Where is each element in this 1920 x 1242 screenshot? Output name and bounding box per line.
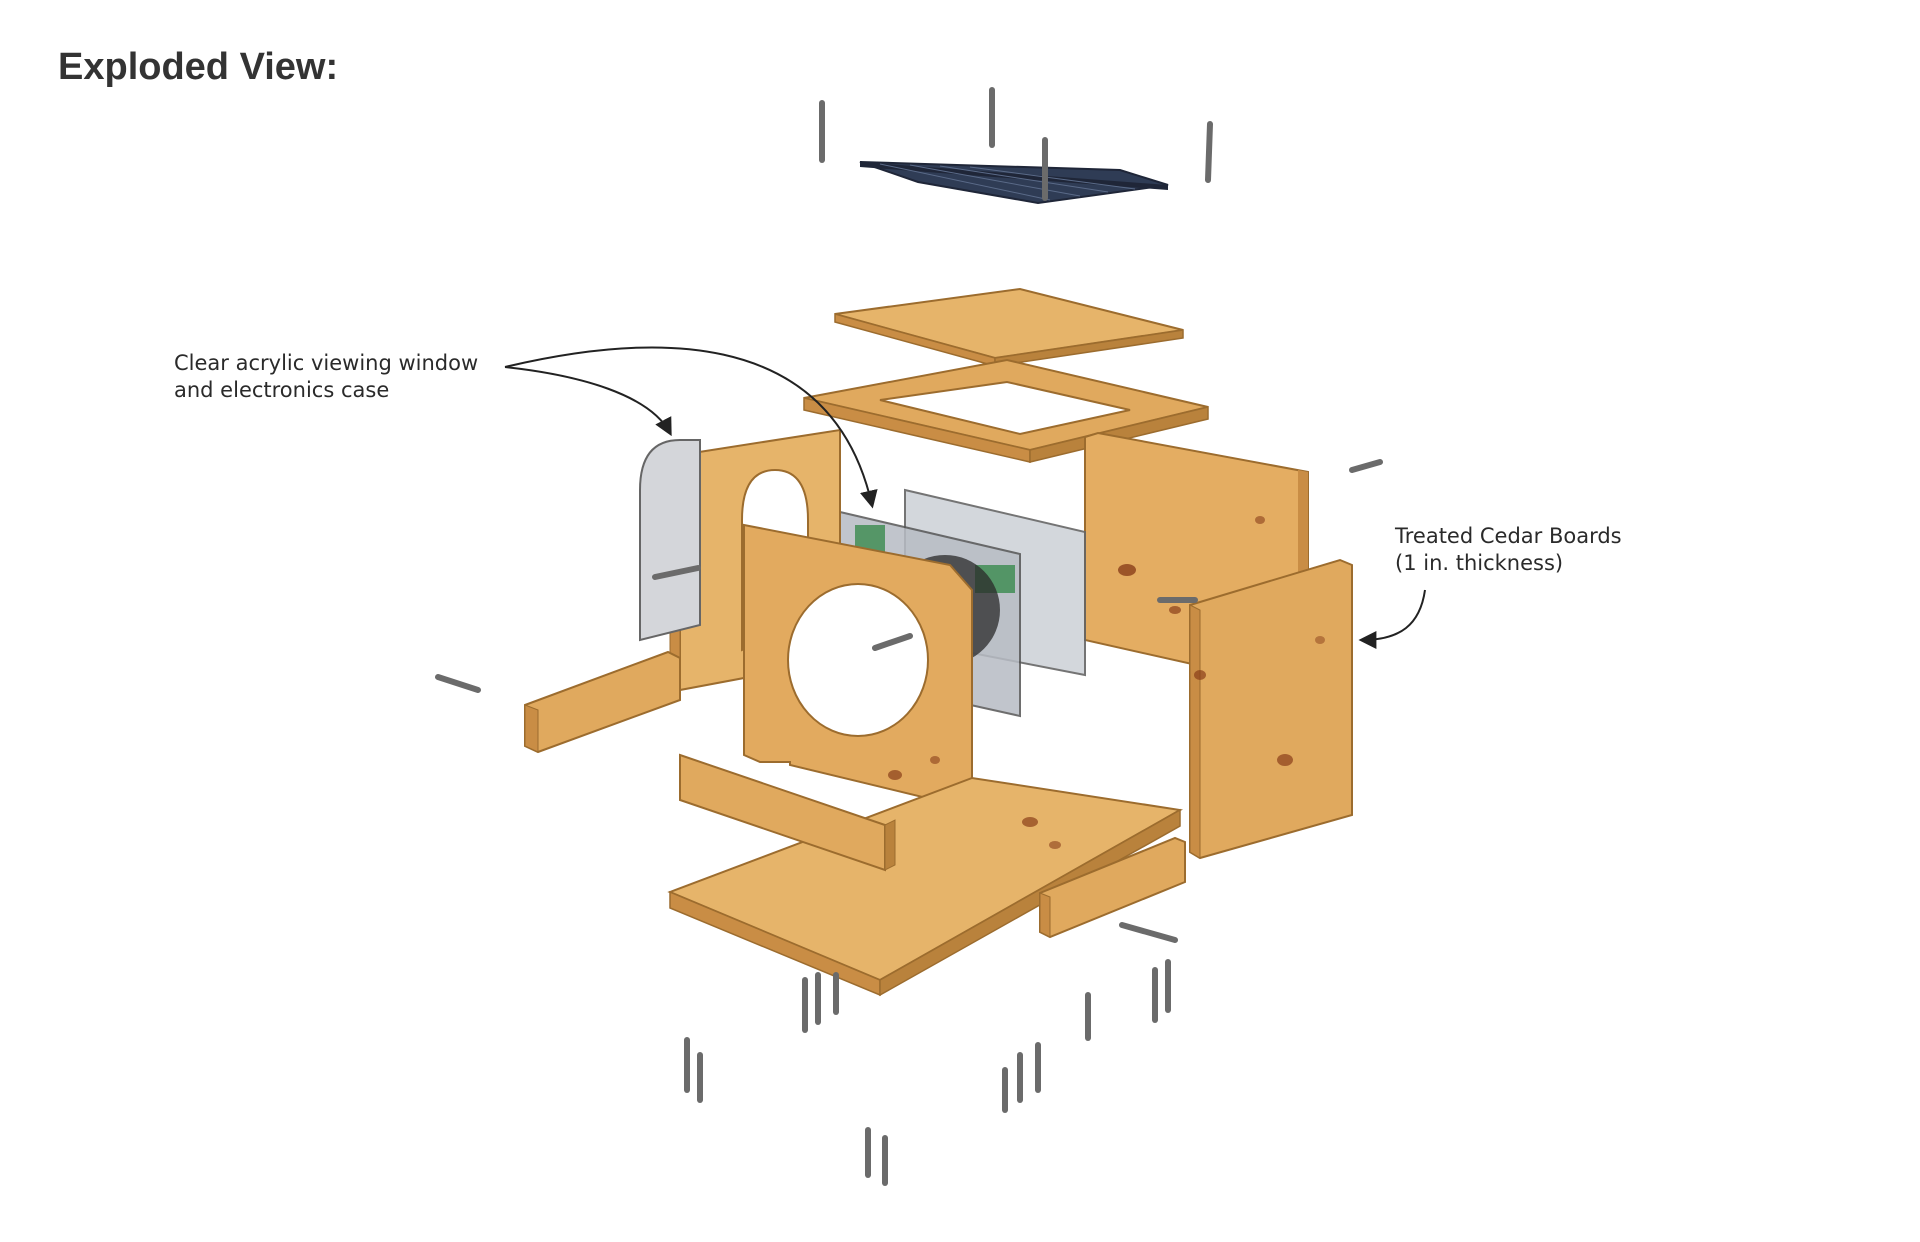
right-base-rail	[1039, 836, 1186, 939]
front-base-rail	[679, 753, 896, 872]
right-side-panel	[1189, 558, 1353, 860]
top-lid-board	[834, 287, 1184, 367]
screw	[872, 633, 913, 651]
left-base-rail	[524, 650, 681, 754]
callout-acrylic-window: Clear acrylic viewing window and electro…	[174, 350, 478, 404]
callout-acrylic-line2: and electronics case	[174, 378, 390, 402]
base-board	[667, 776, 1183, 997]
screw	[1119, 922, 1178, 943]
callout-cedar-boards: Treated Cedar Boards (1 in. thickness)	[1395, 523, 1622, 577]
arrow-to-arch-window	[504, 366, 672, 437]
solar-panel	[859, 161, 1169, 205]
screws	[435, 87, 1383, 1186]
callout-cedar-line2: (1 in. thickness)	[1395, 551, 1564, 575]
front-panel-round-hole	[743, 523, 973, 846]
page-title: Exploded View:	[58, 46, 339, 88]
leader-arrows	[504, 346, 1426, 649]
acrylic-arch-window	[639, 439, 701, 642]
screw	[1205, 121, 1213, 183]
callout-acrylic-line1: Clear acrylic viewing window	[174, 351, 479, 375]
arrow-to-electronics-case	[504, 346, 878, 509]
arrow-to-cedar-board	[1358, 589, 1426, 649]
screw	[1349, 459, 1383, 473]
screw	[652, 565, 701, 580]
screw	[435, 674, 481, 693]
callout-cedar-line1: Treated Cedar Boards	[1395, 524, 1622, 548]
top-frame	[803, 358, 1209, 463]
